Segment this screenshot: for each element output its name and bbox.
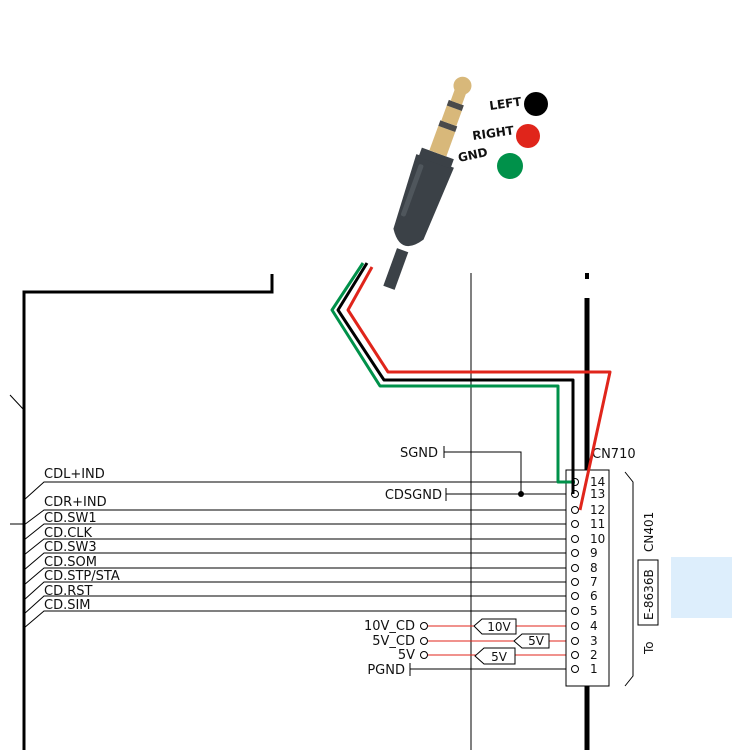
svg-text:7: 7	[590, 575, 598, 589]
signal-cd-sw1: CD.SW1	[44, 511, 97, 526]
board-box	[637, 559, 659, 626]
pin-10: 10	[571, 532, 605, 546]
signal-bus-lines	[23, 481, 569, 629]
pin-9: 9	[571, 546, 598, 560]
svg-text:5V: 5V	[528, 634, 545, 648]
signal-cd-som: CD.SOM	[44, 555, 97, 570]
headphone-jack-icon	[383, 76, 472, 290]
signal-cdr-ind: CDR+IND	[44, 495, 107, 510]
left-label: LEFT	[488, 95, 523, 113]
power-pgnd: PGND	[367, 663, 405, 678]
svg-text:10: 10	[590, 532, 605, 546]
cdsgnd-label: CDSGND	[385, 488, 442, 503]
pin-12: 12	[571, 503, 605, 517]
sgnd-label: SGND	[400, 446, 438, 461]
svg-text:8: 8	[590, 561, 598, 575]
svg-text:9: 9	[590, 546, 598, 560]
svg-text:5: 5	[590, 604, 598, 618]
right-dot	[516, 124, 540, 148]
pin-6: 6	[571, 589, 598, 603]
signal-cd-stp-sta: CD.STP/STA	[44, 569, 120, 584]
svg-text:6: 6	[590, 589, 598, 603]
connector-ref: CN401	[642, 512, 656, 552]
pin-11: 11	[571, 517, 605, 531]
pin-4: 4	[571, 619, 598, 633]
to-label: To	[642, 641, 656, 655]
highlight-box	[671, 557, 732, 618]
gnd-label: GND	[457, 145, 489, 165]
svg-text:3: 3	[590, 634, 598, 648]
svg-text:12: 12	[590, 503, 605, 517]
junction-dot	[518, 491, 524, 497]
svg-text:13: 13	[590, 487, 605, 501]
gnd-dot	[497, 153, 523, 179]
left-dot	[524, 92, 548, 116]
jack-wires	[330, 262, 612, 511]
board-outline	[9, 273, 590, 750]
connector-pins: 14 13 12 11 10 9 8 7 6 5 4 3 2 1	[571, 475, 605, 676]
power-10v-cd: 10V_CD	[364, 619, 415, 634]
signal-cd-rst: CD.RST	[44, 584, 93, 599]
right-label: RIGHT	[471, 123, 515, 143]
svg-text:2: 2	[590, 648, 598, 662]
svg-text:14: 14	[590, 475, 605, 489]
connector-bracket	[624, 471, 634, 687]
power-5v-cd: 5V_CD	[372, 634, 415, 649]
signal-cd-sim: CD.SIM	[44, 598, 91, 613]
power-terminals	[420, 622, 428, 659]
svg-text:1: 1	[590, 662, 598, 676]
pin-5: 5	[571, 604, 598, 618]
regulator-5v: 5V	[474, 647, 516, 665]
signal-cd-sw3: CD.SW3	[44, 540, 97, 555]
power-5v: 5V	[398, 648, 415, 663]
pin-3: 3	[571, 634, 598, 648]
svg-text:4: 4	[590, 619, 598, 633]
pin-7: 7	[571, 575, 598, 589]
signal-bus-labels: CDL+IND CDR+IND CD.SW1 CD.CLK CD.SW3 CD.…	[44, 467, 120, 613]
connector-body	[565, 469, 610, 687]
pin-8: 8	[571, 561, 598, 575]
signal-cd-clk: CD.CLK	[44, 526, 93, 541]
svg-text:5V: 5V	[491, 650, 508, 664]
signal-cdl-ind: CDL+IND	[44, 467, 105, 482]
svg-text:11: 11	[590, 517, 605, 531]
board-name: E-8636B	[642, 569, 656, 620]
connector-name: CN710	[592, 447, 636, 462]
ground-nets	[443, 446, 569, 501]
pin-1: 1	[571, 662, 598, 676]
svg-text:10V: 10V	[487, 620, 511, 634]
jack-legend: LEFT RIGHT GND	[457, 92, 548, 179]
pin-2: 2	[571, 648, 598, 662]
regulator-5v-cd: 5V	[513, 633, 550, 649]
regulator-10v: 10V	[473, 618, 517, 635]
